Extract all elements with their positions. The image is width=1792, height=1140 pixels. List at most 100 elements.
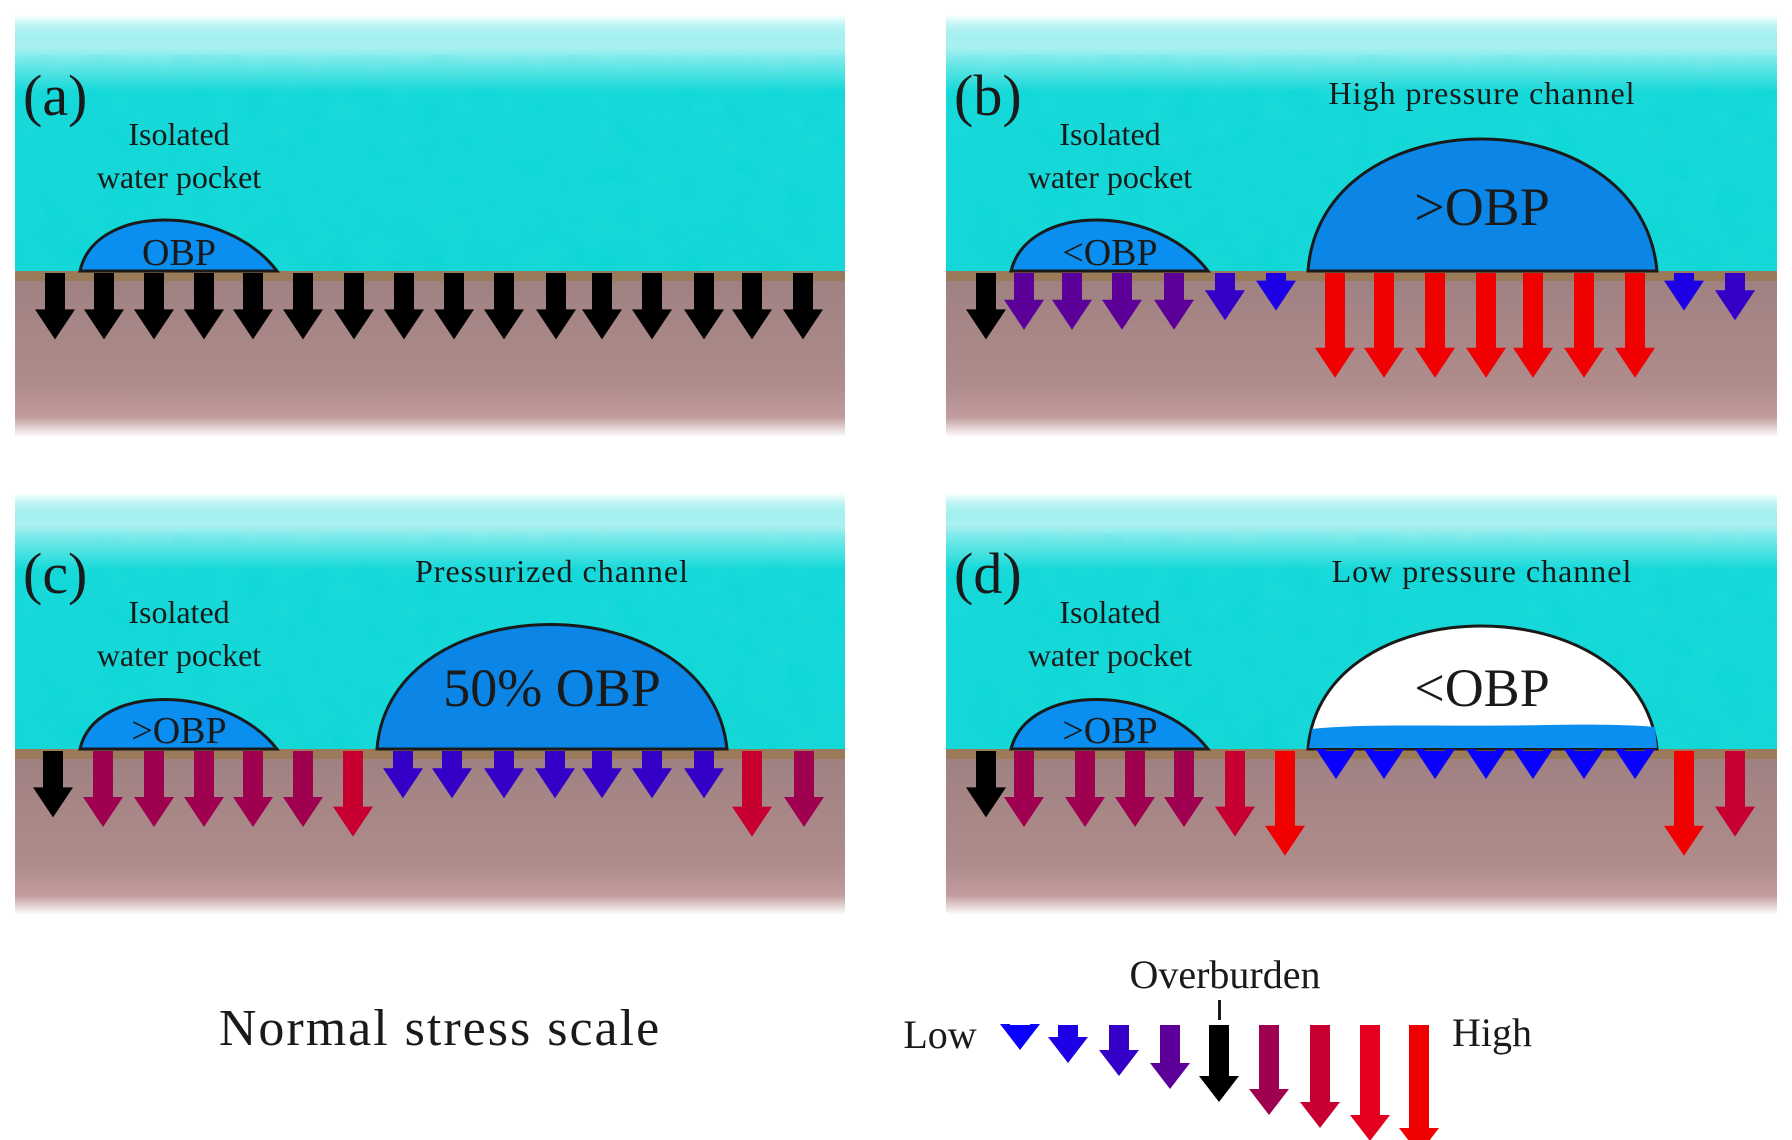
pocket-label-line2: water pocket [1028,637,1192,673]
stress-arrow-icon [184,751,224,827]
stress-arrow-icon [233,751,273,827]
stress-arrow-icon [1466,749,1506,779]
stress-arrow-icon [1265,751,1305,856]
stress-arrow-icon [1364,749,1404,779]
stress-arrow-icon [1315,273,1355,378]
stress-arrow-icon [684,751,724,799]
stress-arrow-icon [732,273,772,340]
bed-surface [946,749,1777,759]
stress-arrow-icon [1664,273,1704,311]
panel-label: (c) [23,541,87,606]
pocket-label-line2: water pocket [97,159,261,195]
stress-arrow-icon [783,273,823,340]
stress-arrow-icon [966,273,1006,340]
panel-d: (d) Isolated water pocket >OBP Low press… [946,493,1777,915]
pocket-label-line1: Isolated [1059,116,1160,152]
stress-arrow-icon [184,273,224,340]
stress-arrow-icon [383,751,423,799]
legend-arrows [1000,1024,1439,1140]
legend-title: Normal stress scale [219,1000,661,1057]
bed-layer [15,271,845,437]
stress-arrow-icon [1615,749,1655,779]
pocket-pressure-label: OBP [142,232,216,274]
stress-arrow-icon [1316,749,1356,779]
stress-arrow-icon [432,751,472,799]
stress-arrow-icon [1164,751,1204,827]
channel-title: High pressure channel [1328,75,1635,111]
legend-arrow-icon [1099,1025,1139,1076]
channel-title: Low pressure channel [1332,553,1633,589]
channel-title: Pressurized channel [415,553,689,589]
legend-arrow-icon [1000,1024,1040,1050]
stress-arrow-icon [283,273,323,340]
water-pocket [78,218,281,273]
stress-arrow-icon [434,273,474,340]
stress-arrow-icon [1513,749,1553,779]
stress-arrow-icon [684,273,724,340]
channel-pressure-label: <OBP [1414,658,1550,718]
stress-arrow-icon [1102,273,1142,330]
stress-arrow-icon [632,273,672,340]
stress-arrow-icon [384,273,424,340]
channel-pressure-label: >OBP [1414,177,1550,237]
channel [1306,137,1659,273]
legend-arrow-icon [1249,1025,1289,1115]
stress-arrow-icon [333,751,373,837]
stress-arrow-icon [732,751,772,837]
stress-arrow-icon [1466,273,1506,378]
bed-surface [15,271,845,281]
panel-b: (b) Isolated water pocket <OBP High pres… [946,15,1777,437]
pocket-label-line1: Isolated [128,116,229,152]
stress-arrow-icon [632,751,672,799]
stress-arrow-icon [283,751,323,827]
pocket-label-line2: water pocket [1028,159,1192,195]
legend-arrow-icon [1399,1025,1439,1140]
stress-arrows [966,749,1755,856]
water-pocket [78,698,281,751]
pocket-pressure-label: >OBP [1062,710,1157,752]
panel-label: (a) [23,63,87,128]
panel-label: (b) [954,63,1022,128]
stress-arrow-icon [582,751,622,799]
legend-reference-tick [1218,1000,1221,1020]
water-pocket [1009,218,1212,273]
stress-arrow-icon [1154,273,1194,330]
stress-arrows [35,273,823,340]
stress-arrow-icon [1065,751,1105,827]
pocket-label-line1: Isolated [1059,594,1160,630]
stress-arrow-icon [784,751,824,827]
stress-arrow-icon [83,751,123,827]
pocket-pressure-label: >OBP [131,710,226,752]
stress-arrow-icon [33,751,73,818]
stress-arrow-icon [484,273,524,340]
stress-arrow-icon [35,273,75,340]
stress-arrow-icon [1415,749,1455,779]
legend-arrow-icon [1300,1025,1340,1128]
panel-a: (a) Isolated water pocket OBP [15,15,845,437]
stress-arrow-icon [1615,273,1655,378]
legend-arrow-icon [1048,1025,1088,1063]
stress-arrow-icon [233,273,273,340]
pocket-pressure-label: <OBP [1062,232,1157,274]
pocket-label-line1: Isolated [128,594,229,630]
stress-arrow-icon [536,273,576,340]
panel-c: (c) Isolated water pocket >OBP Pressuriz… [15,493,845,915]
bed-layer [15,749,845,915]
stress-arrow-icon [1664,751,1704,856]
channel [1306,624,1659,751]
stress-arrow-icon [1715,273,1755,321]
pocket-label-line2: water pocket [97,637,261,673]
legend-arrow-icon [1199,1025,1239,1102]
legend-low-label: Low [903,1012,976,1057]
stress-arrow-icon [1205,273,1245,321]
stress-arrow-icon [966,751,1006,818]
channel-water [1309,724,1657,748]
stress-arrow-icon [1004,273,1044,330]
stress-arrow-icon [535,751,575,799]
stress-arrow-icon [1364,273,1404,378]
legend-high-label: High [1452,1010,1532,1055]
stress-arrow-icon [582,273,622,340]
bed-layer [946,749,1777,915]
stress-arrow-icon [1215,751,1255,837]
